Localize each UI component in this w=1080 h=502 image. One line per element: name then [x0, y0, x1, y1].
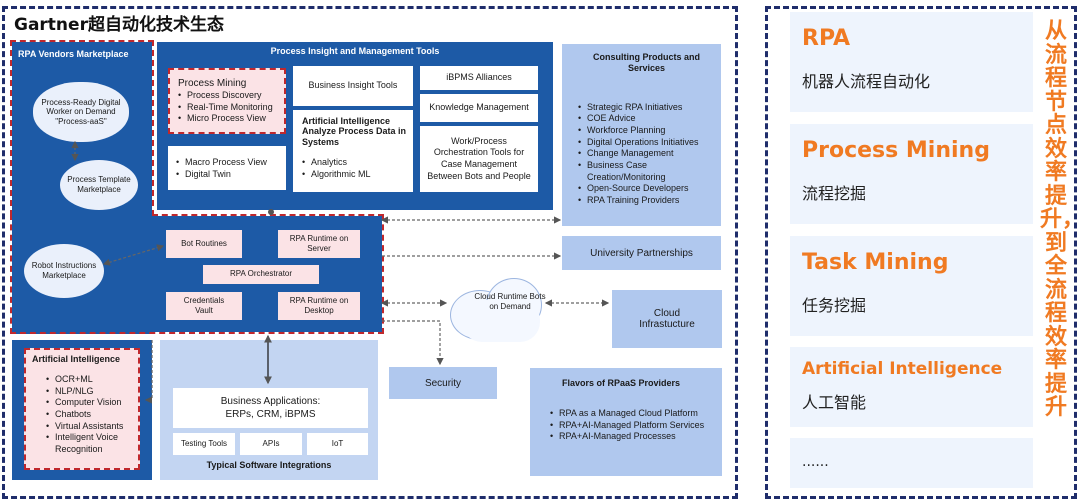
cloud-runtime-label: Cloud Runtime Bots on Demand [474, 292, 546, 312]
rpa-vendors-dash-lower [10, 214, 384, 334]
business-apps-box: Business Applications: ERPs, CRM, iBPMS [173, 388, 368, 428]
rpa-vendors-dash [10, 40, 154, 216]
bot-routines-box: Bot Routines [166, 230, 242, 258]
ai-analyze-box: Artificial Intelligence Analyze Process … [293, 110, 413, 192]
template-marketplace-circle: Process Template Marketplace [60, 160, 138, 210]
pim-title: Process Insight and Management Tools [270, 46, 440, 56]
ai-box: Artificial Intelligence OCR+ML NLP/NLG C… [24, 348, 140, 470]
orchestration-box: Work/Process Orchestration Tools for Cas… [420, 126, 538, 192]
cloud-infra-box: Cloud Infrastucture [612, 290, 722, 348]
right-frame [765, 6, 1077, 499]
iot-box: IoT [307, 433, 368, 455]
integrations-title: Typical Software Integrations [206, 460, 332, 470]
card-process-mining: Process Mining 流程挖掘 [790, 124, 1033, 224]
knowledge-box: Knowledge Management [420, 94, 538, 122]
rpa-server-box: RPA Runtime on Server [278, 230, 360, 258]
ibpms-box: iBPMS Alliances [420, 66, 538, 90]
card-task-mining: Task Mining 任务挖掘 [790, 236, 1033, 336]
robot-instructions-circle: Robot Instructions Marketplace [24, 244, 104, 298]
page-title: Gartner超自动化技术生态 [14, 15, 224, 35]
process-aas-circle: Process-Ready Digital Worker on Demand "… [33, 82, 129, 142]
credentials-box: Credentials Vault [166, 292, 242, 320]
card-rpa: RPA 机器人流程自动化 [790, 12, 1033, 112]
connector-lines [71, 140, 610, 404]
business-insight-box: Business Insight Tools [293, 66, 413, 106]
process-mining-box: Process Mining Process Discovery Real-Ti… [168, 68, 286, 134]
card-ai: Artificial Intelligence 人工智能 [790, 347, 1033, 427]
main-frame [2, 6, 738, 499]
flavors-panel: Flavors of RPaaS Providers RPA as a Mana… [530, 368, 722, 476]
security-box: Security [389, 367, 497, 399]
macro-process-box: Macro Process View Digital Twin [168, 146, 286, 190]
rpa-desktop-box: RPA Runtime on Desktop [278, 292, 360, 320]
university-box: University Partnerships [562, 236, 721, 270]
vertical-slogan: 从流程节点效率提升，到全流程效率提升 [1040, 19, 1080, 420]
apis-box: APIs [240, 433, 302, 455]
card-more: ...... [790, 438, 1033, 488]
testing-tools-box: Testing Tools [173, 433, 235, 455]
rpa-orchestrator-box: RPA Orchestrator [203, 265, 319, 284]
consulting-panel: Consulting Products and Services Strateg… [562, 44, 721, 226]
rpa-vendors-title: RPA Vendors Marketplace [18, 49, 129, 59]
